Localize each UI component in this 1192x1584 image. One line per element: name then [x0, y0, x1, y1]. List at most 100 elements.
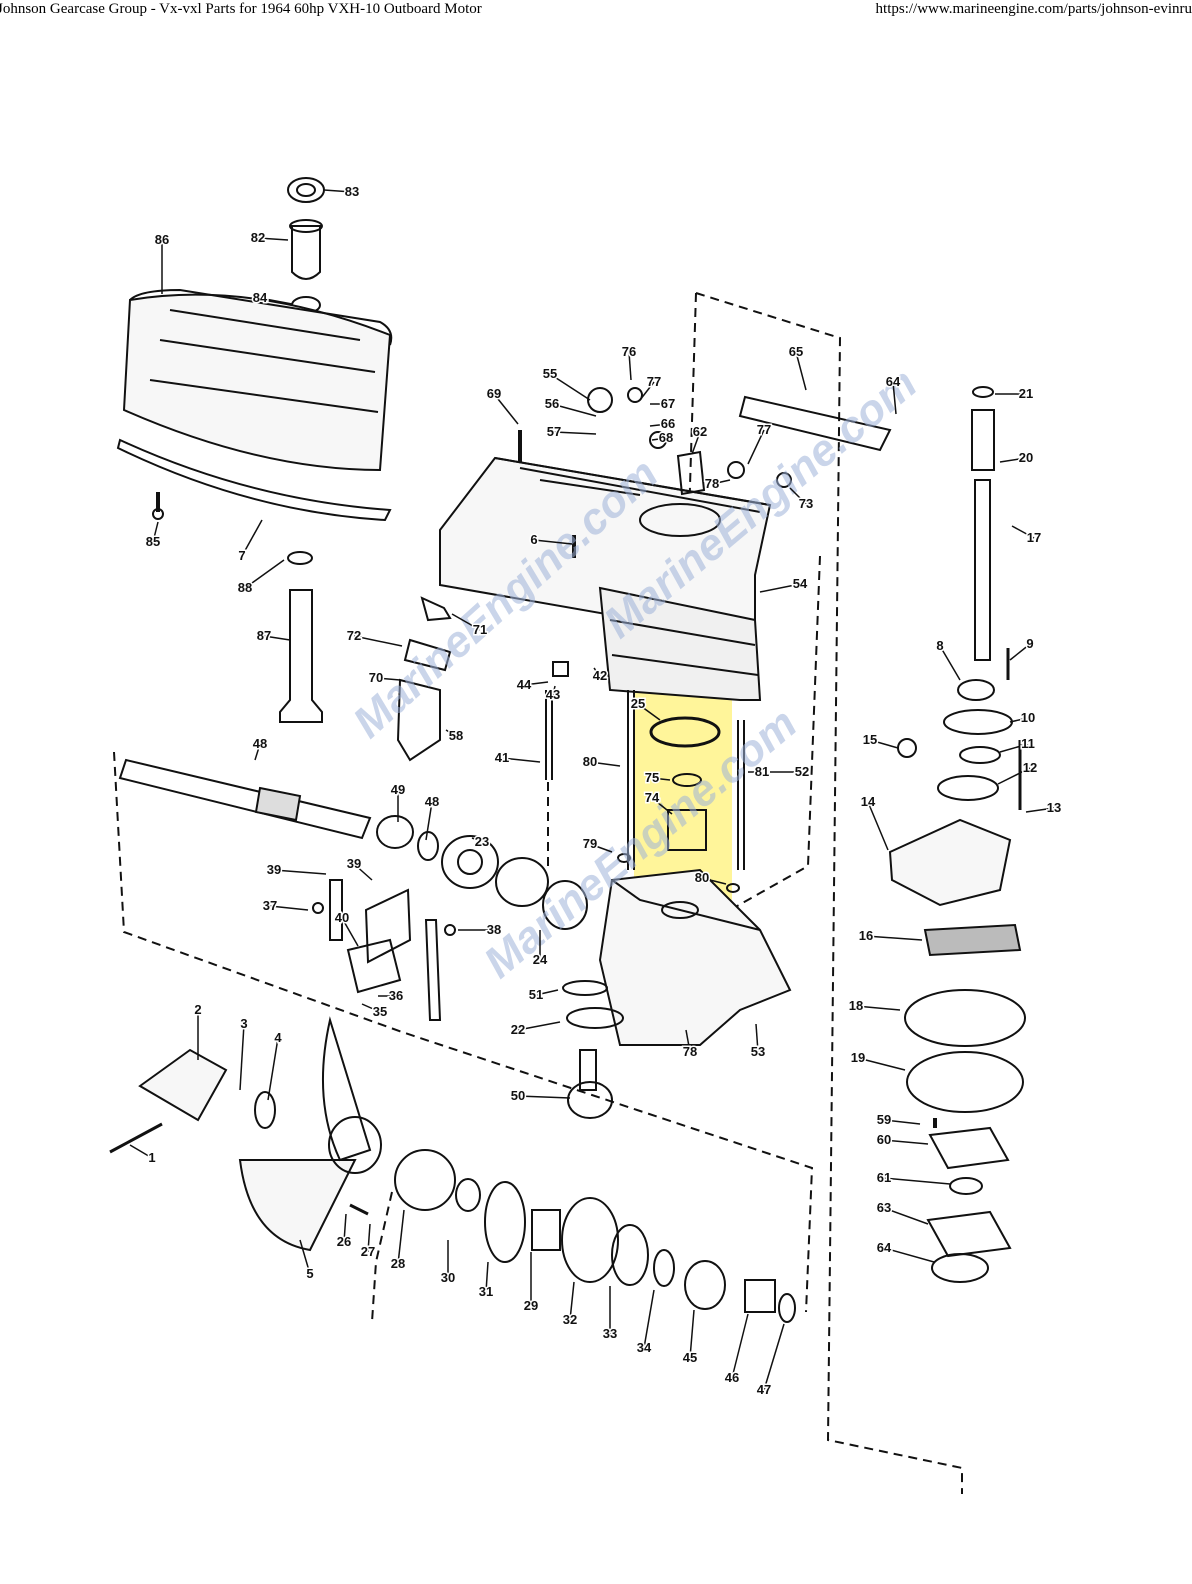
callout-label-15[interactable]: 15: [861, 731, 878, 749]
callout-label-21[interactable]: 21: [1017, 385, 1034, 403]
callout-label-25[interactable]: 25: [629, 695, 646, 713]
callout-label-78[interactable]: 78: [703, 475, 720, 493]
callout-label-65[interactable]: 65: [787, 343, 804, 361]
callout-label-78[interactable]: 78: [681, 1043, 698, 1061]
callout-label-14[interactable]: 14: [859, 793, 877, 811]
callout-label-83[interactable]: 83: [343, 183, 360, 201]
callout-label-17[interactable]: 17: [1025, 529, 1042, 547]
callout-label-9[interactable]: 9: [1025, 635, 1035, 653]
callout-label-6[interactable]: 6: [529, 531, 539, 549]
callout-label-80[interactable]: 80: [693, 869, 710, 887]
callout-label-54[interactable]: 54: [791, 575, 809, 593]
callout-label-77[interactable]: 77: [755, 421, 772, 439]
leader-line-51: [535, 989, 559, 996]
callout-label-77[interactable]: 77: [645, 373, 662, 391]
callout-label-29[interactable]: 29: [522, 1297, 539, 1315]
callout-label-10[interactable]: 10: [1019, 709, 1036, 727]
callout-label-70[interactable]: 70: [367, 669, 384, 687]
callout-label-43[interactable]: 43: [544, 686, 561, 704]
callout-label-36[interactable]: 36: [387, 987, 404, 1005]
callout-label-48[interactable]: 48: [251, 735, 268, 753]
callout-label-88[interactable]: 88: [236, 579, 253, 597]
leader-line-46: [731, 1313, 749, 1379]
callout-label-61[interactable]: 61: [875, 1169, 892, 1187]
callout-label-28[interactable]: 28: [389, 1255, 406, 1273]
callout-label-47[interactable]: 47: [755, 1381, 772, 1399]
callout-label-59[interactable]: 59: [875, 1111, 892, 1129]
callout-label-32[interactable]: 32: [561, 1311, 578, 1329]
page-header-url[interactable]: https://www.marineengine.com/parts/johns…: [875, 1, 1192, 17]
callout-label-48[interactable]: 48: [423, 793, 440, 811]
callout-label-31[interactable]: 31: [477, 1283, 494, 1301]
callout-label-30[interactable]: 30: [439, 1269, 456, 1287]
callout-label-87[interactable]: 87: [255, 627, 272, 645]
callout-label-1[interactable]: 1: [147, 1149, 157, 1167]
callout-label-50[interactable]: 50: [509, 1087, 526, 1105]
callout-label-35[interactable]: 35: [371, 1003, 388, 1021]
callout-label-72[interactable]: 72: [345, 627, 362, 645]
callout-label-2[interactable]: 2: [193, 1001, 203, 1019]
leader-line-54: [759, 583, 801, 593]
leader-line-64: [883, 1247, 935, 1263]
callout-label-19[interactable]: 19: [849, 1049, 866, 1067]
callout-label-67[interactable]: 67: [659, 395, 676, 413]
callout-label-74[interactable]: 74: [643, 789, 661, 807]
callout-label-42[interactable]: 42: [591, 667, 608, 685]
callout-label-85[interactable]: 85: [144, 533, 161, 551]
callout-label-12[interactable]: 12: [1021, 759, 1038, 777]
callout-label-4[interactable]: 4: [273, 1029, 284, 1047]
callout-label-27[interactable]: 27: [359, 1243, 376, 1261]
callout-label-81[interactable]: 81: [753, 763, 770, 781]
callout-label-18[interactable]: 18: [847, 997, 864, 1015]
callout-label-66[interactable]: 66: [659, 415, 676, 433]
callout-label-75[interactable]: 75: [643, 769, 660, 787]
callout-label-64[interactable]: 64: [875, 1239, 893, 1257]
callout-label-84[interactable]: 84: [251, 289, 269, 307]
callout-label-62[interactable]: 62: [691, 423, 708, 441]
callout-label-51[interactable]: 51: [527, 986, 544, 1004]
callout-label-56[interactable]: 56: [543, 395, 560, 413]
callout-label-41[interactable]: 41: [493, 749, 510, 767]
callout-label-57[interactable]: 57: [545, 423, 562, 441]
callout-label-53[interactable]: 53: [749, 1043, 766, 1061]
callout-label-68[interactable]: 68: [657, 429, 674, 447]
callout-label-49[interactable]: 49: [389, 781, 406, 799]
callout-label-44[interactable]: 44: [515, 676, 533, 694]
callout-label-71[interactable]: 71: [471, 621, 488, 639]
callout-label-69[interactable]: 69: [485, 385, 502, 403]
callout-label-34[interactable]: 34: [635, 1339, 653, 1357]
callout-label-40[interactable]: 40: [333, 909, 350, 927]
callout-label-39[interactable]: 39: [265, 861, 282, 879]
callout-label-11[interactable]: 11: [1020, 735, 1037, 753]
callout-label-22[interactable]: 22: [509, 1021, 526, 1039]
callout-label-26[interactable]: 26: [335, 1233, 352, 1251]
callout-label-76[interactable]: 76: [620, 343, 637, 361]
callout-label-16[interactable]: 16: [857, 927, 874, 945]
callout-label-33[interactable]: 33: [601, 1325, 618, 1343]
callout-label-24[interactable]: 24: [531, 951, 549, 969]
callout-label-60[interactable]: 60: [875, 1131, 892, 1149]
callout-label-5[interactable]: 5: [305, 1265, 315, 1283]
callout-label-79[interactable]: 79: [581, 835, 598, 853]
callout-label-82[interactable]: 82: [249, 229, 266, 247]
callout-label-86[interactable]: 86: [153, 231, 170, 249]
callout-label-38[interactable]: 38: [485, 921, 502, 939]
callout-label-64[interactable]: 64: [884, 373, 902, 391]
callout-label-23[interactable]: 23: [473, 833, 490, 851]
callout-label-37[interactable]: 37: [261, 897, 278, 915]
callout-label-3[interactable]: 3: [239, 1015, 249, 1033]
callout-label-52[interactable]: 52: [793, 763, 810, 781]
callout-label-58[interactable]: 58: [447, 727, 464, 745]
callout-label-80[interactable]: 80: [581, 753, 598, 771]
callout-label-46[interactable]: 46: [723, 1369, 740, 1387]
callout-label-20[interactable]: 20: [1017, 449, 1034, 467]
callout-label-63[interactable]: 63: [875, 1199, 892, 1217]
callout-label-8[interactable]: 8: [935, 637, 945, 655]
callout-label-55[interactable]: 55: [541, 365, 558, 383]
callout-label-73[interactable]: 73: [797, 495, 814, 513]
oring-part-25[interactable]: [649, 716, 721, 748]
callout-label-13[interactable]: 13: [1045, 799, 1062, 817]
callout-label-45[interactable]: 45: [681, 1349, 698, 1367]
callout-label-39[interactable]: 39: [345, 855, 362, 873]
callout-label-7[interactable]: 7: [237, 547, 247, 565]
